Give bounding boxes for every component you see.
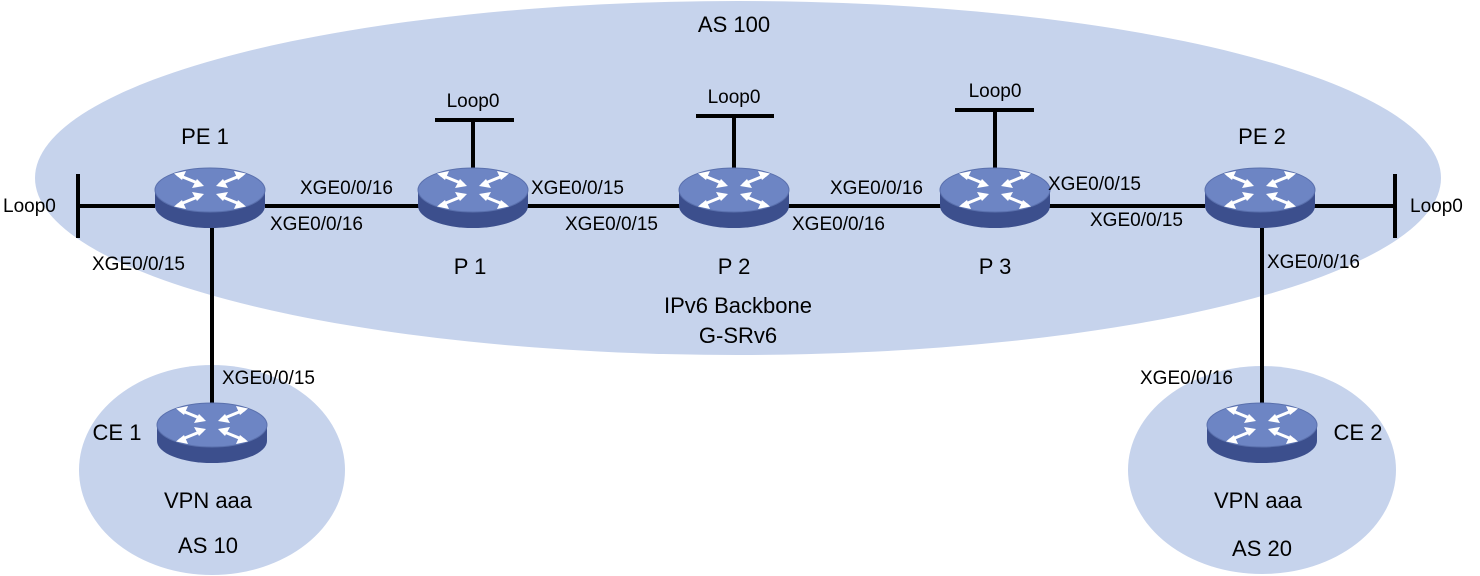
pe2-name: PE 2 xyxy=(1238,124,1286,149)
p1-router-icon xyxy=(416,166,530,230)
iface-pe1-to-ce1: XGE0/0/15 xyxy=(92,254,185,275)
iface-p2-to-p1: XGE0/0/15 xyxy=(565,214,658,235)
p2-loopback-label: Loop0 xyxy=(708,87,761,108)
ce1-name: CE 1 xyxy=(93,420,142,445)
iface-ce2-to-pe2: XGE0/0/16 xyxy=(1140,368,1233,389)
p3-router-icon xyxy=(938,166,1052,230)
site-right-vpn-label: VPN aaa xyxy=(1214,488,1303,513)
p2-router-icon xyxy=(677,166,791,230)
iface-p1-to-p2: XGE0/0/15 xyxy=(531,178,624,199)
site-left-region xyxy=(79,365,345,575)
backbone-label: IPv6 Backbone xyxy=(664,293,812,318)
site-left-as-label: AS 10 xyxy=(178,533,238,558)
iface-p2-to-p3: XGE0/0/16 xyxy=(792,214,885,235)
p2-name: P 2 xyxy=(718,254,751,279)
pe2-loopback-label: Loop0 xyxy=(1410,196,1463,217)
ce1-router-icon xyxy=(155,401,269,465)
site-right-as-label: AS 20 xyxy=(1232,536,1292,561)
tech-label: G-SRv6 xyxy=(699,323,777,348)
iface-p3-to-pe2: XGE0/0/15 xyxy=(1048,174,1141,195)
p1-name: P 1 xyxy=(454,254,487,279)
iface-ce1-to-pe1: XGE0/0/15 xyxy=(222,368,315,389)
site-right-region xyxy=(1128,366,1396,574)
iface-p3-to-p2: XGE0/0/16 xyxy=(830,178,923,199)
as100-label: AS 100 xyxy=(698,12,770,37)
iface-pe1-to-p1: XGE0/0/16 xyxy=(270,214,363,235)
iface-pe2-to-p3: XGE0/0/15 xyxy=(1090,210,1183,231)
iface-pe2-to-ce2: XGE0/0/16 xyxy=(1267,252,1360,273)
p3-loopback-label: Loop0 xyxy=(969,81,1022,102)
pe1-loopback-label: Loop0 xyxy=(3,196,56,217)
p1-loopback-label: Loop0 xyxy=(447,91,500,112)
pe2-router-icon xyxy=(1203,166,1317,230)
pe1-router-icon xyxy=(153,166,267,230)
p3-name: P 3 xyxy=(979,254,1012,279)
ce2-name: CE 2 xyxy=(1334,420,1383,445)
pe1-name: PE 1 xyxy=(181,124,229,149)
iface-p1-to-pe1: XGE0/0/16 xyxy=(300,178,393,199)
ce2-router-icon xyxy=(1205,401,1319,465)
loopback-bars xyxy=(76,108,1397,238)
site-left-vpn-label: VPN aaa xyxy=(164,488,253,513)
